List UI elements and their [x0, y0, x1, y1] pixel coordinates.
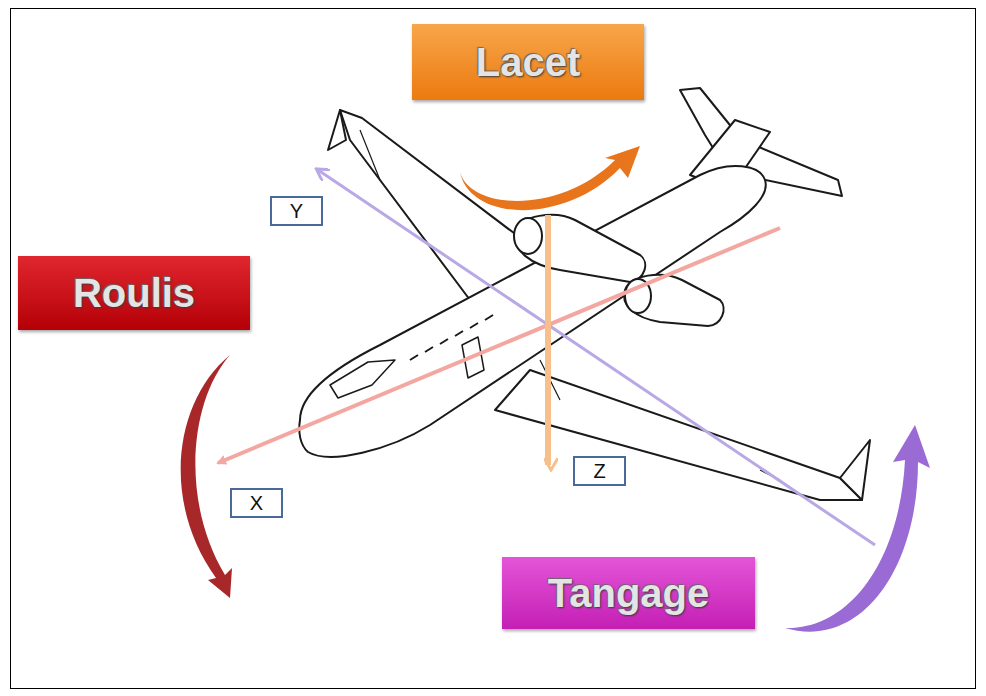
- node-text: Tangage: [548, 571, 710, 616]
- node-text: Roulis: [73, 271, 195, 316]
- node-text: X: [250, 492, 263, 515]
- yaw-arrow: [460, 146, 640, 210]
- node-text: Lacet: [476, 40, 581, 85]
- y-axis: [318, 170, 875, 545]
- axis-letter-box: Z: [573, 456, 626, 486]
- axis-name-box: Roulis: [18, 256, 250, 330]
- axis-name-box: Lacet: [412, 24, 644, 100]
- axis-name-box: Tangage: [502, 557, 755, 629]
- node-text: Z: [593, 460, 605, 483]
- axis-letter-box: Y: [270, 196, 323, 226]
- node-text: Y: [290, 200, 303, 223]
- airplane: [299, 88, 870, 500]
- z-axis: [545, 215, 551, 465]
- axis-letter-box: X: [230, 488, 283, 518]
- x-axis: [218, 228, 780, 463]
- roll-arrow: [181, 355, 232, 598]
- pitch-arrow: [785, 425, 930, 632]
